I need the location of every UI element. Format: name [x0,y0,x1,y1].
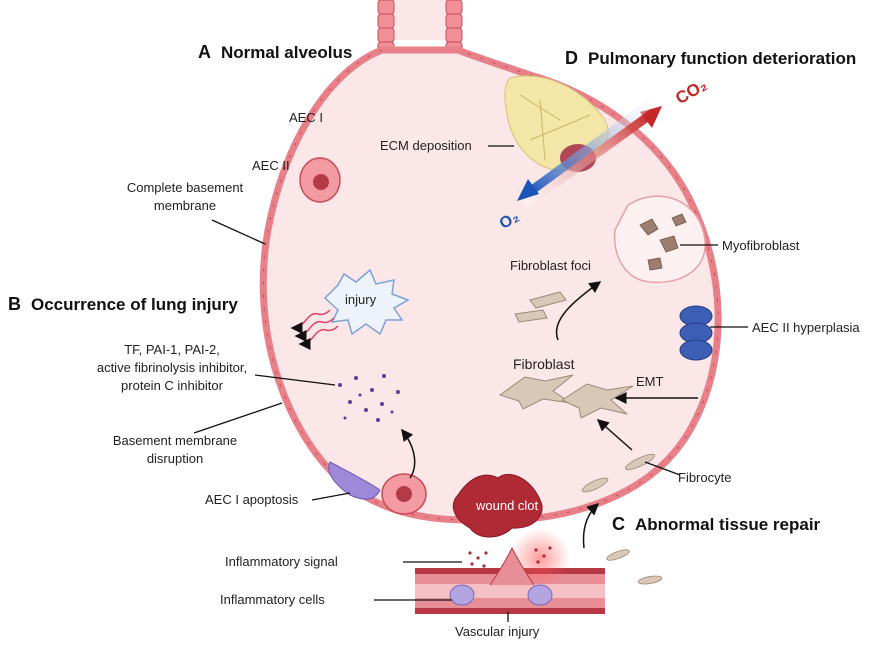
inflammatory-signal-dots [468,546,552,568]
section-b-title: B Occurrence of lung injury [8,294,238,315]
label-vascular-injury: Vascular injury [455,624,540,639]
inflammatory-cells [449,584,553,606]
label-bm-disruption-l1: Basement membrane [112,433,238,448]
label-factors-l2: active fibrinolysis inhibitor, [96,360,248,375]
section-a-letter: A [198,42,211,62]
label-factors: TF, PAI-1, PAI-2, active fibrinolysis in… [72,342,272,393]
label-aec2-hyperplasia: AEC II hyperplasia [752,320,860,335]
section-d-text: Pulmonary function deterioration [588,49,857,68]
aec2-hyperplasia-cells [679,305,713,361]
label-fibroblast-foci: Fibroblast foci [510,258,591,273]
label-bm-disruption: Basement membrane disruption [90,433,260,466]
label-wound-clot: wound clot [476,498,539,513]
myofibroblast-cells [639,213,687,271]
section-a-text: Normal alveolus [221,43,353,62]
process-arrows [401,281,698,549]
section-b-letter: B [8,294,21,314]
label-emt: EMT [636,374,664,389]
label-fibrocyte: Fibrocyte [678,470,732,485]
fibroblast-foci-cells [514,291,567,323]
label-inflammatory-signal: Inflammatory signal [225,554,338,569]
label-ecm-deposition: ECM deposition [380,138,472,153]
wound-clot [452,473,543,538]
label-complete-basement: Complete basement membrane [100,180,270,213]
section-b-text: Occurrence of lung injury [31,295,238,314]
section-c-text: Abnormal tissue repair [635,515,821,534]
aec1-apoptosis-cell [328,461,381,500]
label-aec2: AEC II [252,158,290,173]
fibrocyte-cells [581,453,663,585]
aec2-cell [299,157,341,203]
section-c-letter: C [612,514,625,534]
label-inflammatory-cells: Inflammatory cells [220,592,325,607]
factor-dots [338,374,400,422]
label-bm-disruption-l2: disruption [146,451,204,466]
label-complete-basement-l1: Complete basement [126,180,244,195]
label-factors-l3: protein C inhibitor [121,378,223,393]
aec2-injured-cell [381,473,427,515]
label-fibroblast: Fibroblast [513,356,575,372]
section-a-title: A Normal alveolus [198,42,352,63]
injury-waves [290,309,339,350]
section-d-title: D Pulmonary function deterioration [565,48,856,69]
section-d-letter: D [565,48,578,68]
label-aec1-apoptosis: AEC I apoptosis [205,492,299,507]
o2-arrow [517,96,658,201]
label-factors-l1: TF, PAI-1, PAI-2, [124,342,220,357]
injury-burst [323,268,410,336]
leader-lines [193,145,748,622]
vessel-rupture [489,546,535,586]
label-injury: injury [345,292,377,307]
label-aec1: AEC I [289,110,323,125]
label-myofibroblast: Myofibroblast [722,238,800,253]
label-complete-basement-l2: membrane [153,198,217,213]
section-c-title: C Abnormal tissue repair [612,514,820,535]
